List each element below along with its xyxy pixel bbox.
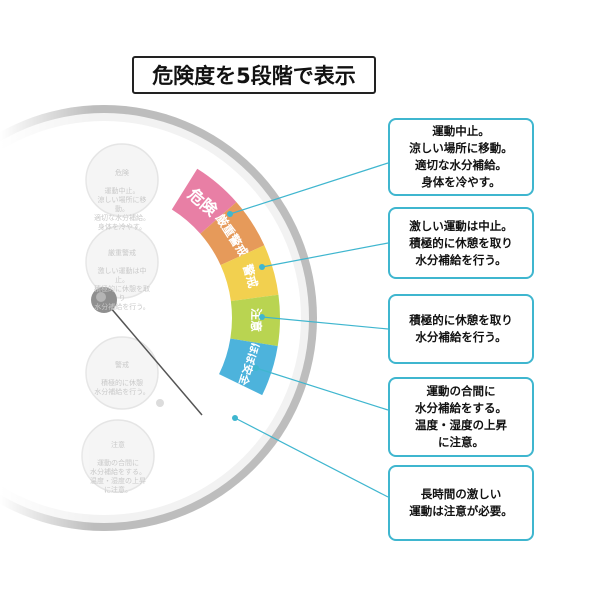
faded-title-4: 注意 — [111, 441, 125, 449]
callout-warning-text: 積極的に休憩を取り 水分補給を行う。 — [409, 313, 513, 344]
faded-title-2: 厳重警戒 — [108, 249, 136, 257]
leader-line-1 — [229, 162, 389, 215]
callout-danger-text: 運動中止。 涼しい場所に移動。 適切な水分補給。 身体を冷やす。 — [409, 124, 513, 189]
left-fade — [0, 100, 170, 540]
leader-line-3 — [261, 316, 389, 330]
band-label: 注意 — [249, 308, 264, 332]
leader-dot-3 — [259, 314, 265, 320]
faded-title-1: 危険 — [115, 169, 129, 177]
callout-almost-safe: 長時間の激しい 運動は注意が必要。 — [388, 465, 534, 541]
callout-caution: 運動の合間に 水分補給をする。 温度・湿度の上昇 に注意。 — [388, 377, 534, 457]
faded-text-4: 運動の合間に 水分補給をする。 温度・湿度の上昇 に注意。 — [90, 459, 146, 494]
faded-text-3: 積極的に休憩 水分補給を行う。 — [94, 379, 150, 396]
title-box: 危険度を5段階で表示 — [132, 56, 376, 94]
leader-dot-1 — [227, 211, 233, 217]
faded-level-2: 厳重警戒 激しい運動は中止。 積極的に休憩を取り 水分補給を行う。 — [92, 240, 152, 312]
leader-dots — [227, 211, 265, 421]
band-segment — [219, 338, 278, 396]
band-segment — [220, 245, 279, 302]
leader-line-5 — [234, 417, 389, 498]
callout-severe-warning: 激しい運動は中止。 積極的に休憩を取り 水分補給を行う。 — [388, 207, 534, 279]
leader-line-2 — [261, 242, 389, 268]
callout-almost-safe-text: 長時間の激しい 運動は注意が必要。 — [409, 487, 513, 518]
leader-line-4 — [255, 367, 389, 411]
faded-level-4: 注意 運動の合間に 水分補給をする。 温度・湿度の上昇 に注意。 — [88, 432, 148, 495]
callout-caution-text: 運動の合間に 水分補給をする。 温度・湿度の上昇 に注意。 — [415, 384, 507, 449]
band-label: 警戒 — [240, 261, 261, 289]
leader-dot-2 — [259, 264, 265, 270]
faded-level-1: 危険 運動中止。 涼しい場所に移動。 適切な水分補給。 身体を冷やす。 — [92, 160, 152, 232]
faded-text-1: 運動中止。 涼しい場所に移動。 適切な水分補給。 身体を冷やす。 — [94, 187, 150, 231]
leader-dot-4 — [253, 365, 259, 371]
band-segment — [230, 294, 281, 347]
callout-severe-warning-text: 激しい運動は中止。 積極的に休憩を取り 水分補給を行う。 — [409, 218, 513, 267]
title-text: 危険度を5段階で表示 — [152, 64, 356, 88]
faded-text-2: 激しい運動は中止。 積極的に休憩を取り 水分補給を行う。 — [94, 267, 150, 311]
leader-lines — [229, 162, 389, 498]
callout-warning: 積極的に休憩を取り 水分補給を行う。 — [388, 294, 534, 364]
faded-title-3: 警戒 — [115, 361, 129, 369]
callout-danger: 運動中止。 涼しい場所に移動。 適切な水分補給。 身体を冷やす。 — [388, 118, 534, 196]
band-segment — [171, 168, 237, 234]
leader-dot-5 — [232, 415, 238, 421]
band-segment — [200, 202, 265, 266]
faded-level-3: 警戒 積極的に休憩 水分補給を行う。 — [92, 352, 152, 397]
